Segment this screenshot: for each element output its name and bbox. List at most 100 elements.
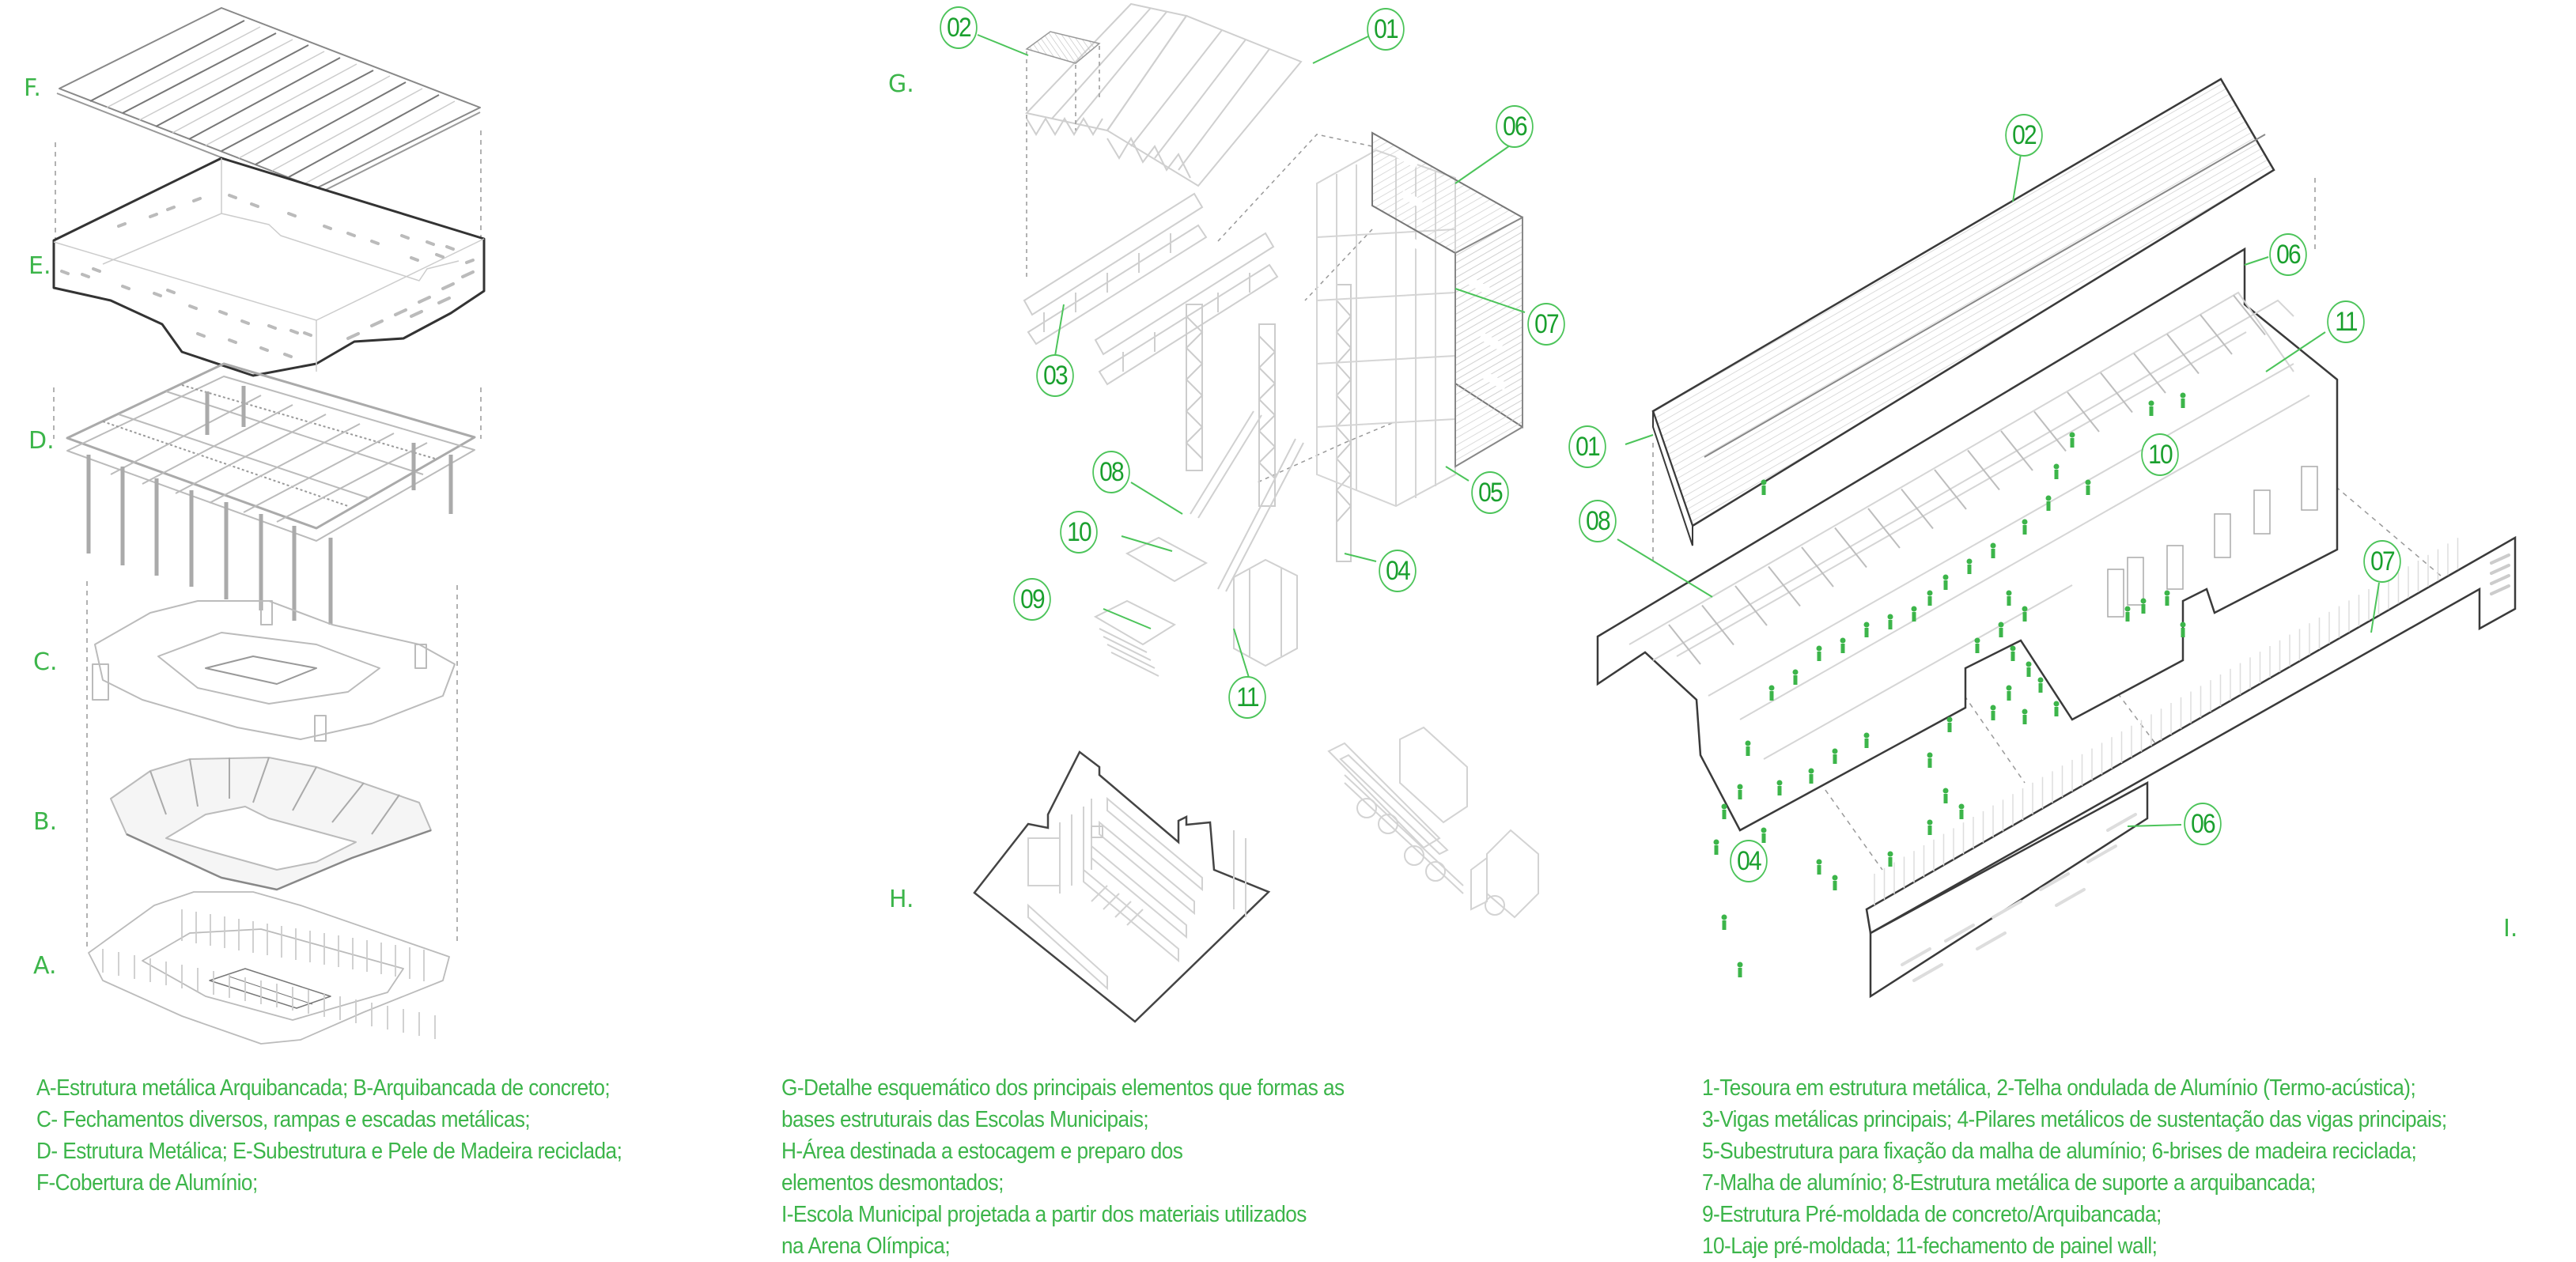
arena-exploded-view — [52, 7, 486, 1045]
person-figure — [1943, 580, 1948, 590]
person-figure — [1975, 644, 1980, 653]
callout-i-02: 02 — [2005, 114, 2043, 157]
person-figure — [1990, 705, 1996, 711]
callout-g-04: 04 — [1379, 550, 1417, 592]
person-figure — [1738, 790, 1742, 799]
person-figure — [1942, 788, 1949, 794]
person-figure — [1946, 716, 1953, 723]
person-figure — [2141, 604, 2146, 614]
person-figure — [1777, 786, 1782, 795]
legend-line: 3-Vigas metálicas principais; 4-Pilares … — [1702, 1107, 2447, 1132]
legend-line: na Arena Olímpica; — [781, 1234, 951, 1259]
legend-arena: A-Estrutura metálica Arquibancada; B-Arq… — [36, 1072, 622, 1199]
person-figure — [1816, 645, 1822, 652]
person-figure — [2006, 590, 2012, 596]
school-building-i — [1596, 77, 2517, 1008]
person-figure — [2022, 525, 2027, 535]
callout-i-10: 10 — [2141, 433, 2179, 476]
person-figure — [1888, 620, 1893, 629]
person-figure — [2007, 596, 2011, 606]
person-figure — [2010, 645, 2016, 652]
person-figure — [1888, 857, 1893, 867]
person-figure — [1737, 784, 1743, 790]
person-figure — [1967, 565, 1972, 574]
legend-line: elementos desmontados; — [781, 1170, 1004, 1196]
panel-label-e: E. — [28, 252, 51, 280]
person-figure — [1745, 740, 1751, 746]
person-figure — [1832, 748, 1838, 754]
person-figure — [1999, 628, 2003, 637]
person-figure — [1990, 542, 1996, 549]
person-figure — [2053, 701, 2060, 707]
person-figure — [1833, 754, 1837, 764]
truck — [1327, 726, 1539, 919]
callout-g-08: 08 — [1092, 451, 1130, 493]
steel-grandstand-a — [88, 891, 450, 1045]
callout-g-07: 07 — [1527, 303, 1565, 346]
legend-panels: G-Detalhe esquemático dos principais ele… — [781, 1072, 1345, 1262]
person-figure — [1911, 606, 1917, 612]
person-figure — [2054, 470, 2059, 479]
callout-g-03: 03 — [1036, 354, 1074, 397]
person-figure — [1942, 574, 1949, 580]
legend-line: bases estruturais das Escolas Municipais… — [781, 1107, 1149, 1132]
panel-label-c: C. — [33, 648, 58, 676]
callout-i-04: 04 — [1730, 840, 1768, 882]
person-figure — [1761, 827, 1767, 833]
storage-area-h — [973, 750, 1271, 1023]
person-figure — [2022, 606, 2028, 612]
legend-line: 7-Malha de alumínio; 8-Estrutura metálic… — [1702, 1170, 2316, 1196]
callout-g-10: 10 — [1060, 511, 1098, 554]
legend-line: C- Fechamentos diversos, rampas e escada… — [36, 1107, 531, 1132]
person-figure — [1761, 833, 1766, 843]
legend-line: A-Estrutura metálica Arquibancada; B-Arq… — [36, 1075, 611, 1101]
person-figure — [2045, 495, 2052, 501]
wood-skin-e — [52, 157, 486, 377]
person-figure — [1991, 711, 1995, 720]
legend-line: H-Área destinada a estocagem e preparo d… — [781, 1139, 1183, 1164]
person-figure — [2007, 691, 2011, 701]
person-figure — [1863, 622, 1870, 628]
person-figure — [1721, 803, 1727, 810]
person-figure — [1817, 865, 1821, 875]
callout-g-09: 09 — [1013, 578, 1051, 621]
person-figure — [1863, 732, 1870, 739]
person-figure — [1991, 549, 1995, 558]
person-figure — [1721, 914, 1727, 920]
person-figure — [1722, 920, 1727, 930]
person-figure — [1768, 685, 1775, 691]
person-figure — [2181, 628, 2185, 637]
person-figure — [2054, 707, 2059, 716]
person-figure — [1943, 794, 1948, 803]
structural-detail-g — [1023, 2, 1523, 677]
person-figure — [2125, 612, 2130, 622]
person-figure — [1792, 669, 1799, 675]
person-figure — [1912, 612, 1916, 622]
panel-label-i: I. — [2503, 915, 2518, 943]
callout-g-11: 11 — [1228, 676, 1266, 719]
person-figure — [2140, 598, 2147, 604]
panel-label-g: G. — [888, 70, 914, 98]
person-figure — [2148, 400, 2154, 406]
callout-i-08: 08 — [1579, 500, 1617, 542]
person-figure — [1761, 479, 1767, 486]
legend-line: D- Estrutura Metálica; E-Subestrutura e … — [36, 1139, 622, 1164]
person-figure — [2006, 685, 2012, 691]
person-figure — [1776, 780, 1783, 786]
person-figure — [1927, 590, 1933, 596]
person-figure — [1833, 881, 1837, 890]
callout-leaders — [977, 34, 2380, 827]
person-figure — [2149, 406, 2154, 416]
callout-g-06: 06 — [1496, 105, 1534, 148]
person-figure — [1974, 637, 1980, 644]
legend-line: 5-Subestrutura para fixação da malha de … — [1702, 1139, 2417, 1164]
person-figure — [1714, 845, 1719, 855]
person-figure — [2069, 432, 2075, 438]
person-figure — [2180, 392, 2186, 399]
person-figure — [1713, 839, 1719, 845]
panel-label-a: A. — [33, 952, 57, 980]
legend-components: 1-Tesoura em estrutura metálica, 2-Telha… — [1702, 1072, 2447, 1262]
person-figure — [1958, 803, 1965, 810]
person-figure — [1887, 851, 1893, 857]
person-figure — [1966, 558, 1973, 565]
